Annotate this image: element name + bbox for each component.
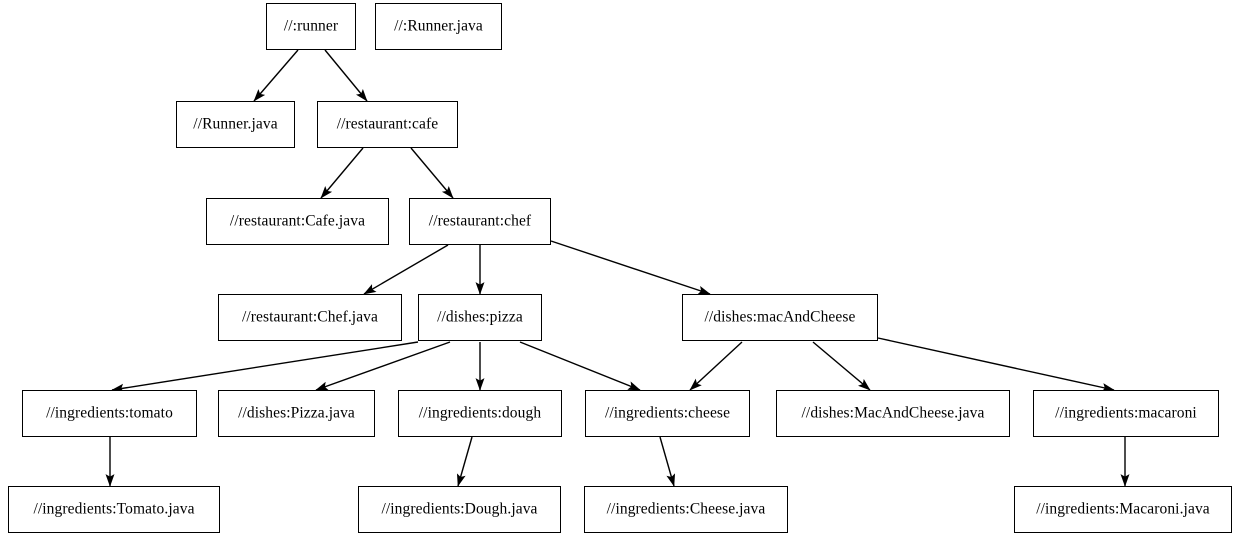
graph-node-cheese_java[interactable]: //ingredients:Cheese.java	[584, 486, 788, 533]
graph-edge-ing_dough-to-dough_java	[456, 436, 473, 487]
graph-node-runner_java[interactable]: //Runner.java	[176, 101, 295, 148]
graph-node-runner_java_root[interactable]: //:Runner.java	[375, 3, 502, 50]
graph-node-label: //:Runner.java	[394, 17, 483, 35]
graph-node-ing_macaroni[interactable]: //ingredients:macaroni	[1033, 390, 1219, 437]
graph-edge-runner-to-runner_java	[253, 49, 299, 102]
graph-node-label: //ingredients:Cheese.java	[606, 500, 766, 518]
graph-edge-dishes_mac-to-ing_macaroni	[877, 337, 1115, 392]
graph-edge-dishes_pizza-to-ing_tomato	[111, 341, 419, 393]
graph-node-mac_java[interactable]: //dishes:MacAndCheese.java	[776, 390, 1010, 437]
graph-edge-runner-to-restaurant_cafe	[324, 49, 368, 102]
graph-node-chef_java[interactable]: //restaurant:Chef.java	[218, 294, 402, 341]
graph-node-label: //Runner.java	[193, 115, 278, 133]
graph-edge-restaurant_cafe-to-cafe_java	[320, 147, 364, 199]
graph-node-label: //dishes:MacAndCheese.java	[801, 404, 985, 422]
graph-node-runner[interactable]: //:runner	[266, 3, 356, 50]
graph-node-pizza_java[interactable]: //dishes:Pizza.java	[218, 390, 375, 437]
graph-node-restaurant_cafe[interactable]: //restaurant:cafe	[317, 101, 458, 148]
graph-node-label: //restaurant:cafe	[336, 115, 439, 133]
graph-node-dough_java[interactable]: //ingredients:Dough.java	[358, 486, 561, 533]
graph-node-restaurant_chef[interactable]: //restaurant:chef	[409, 198, 551, 245]
graph-node-ing_cheese[interactable]: //ingredients:cheese	[585, 390, 750, 437]
graph-node-label: //dishes:Pizza.java	[238, 404, 355, 422]
graph-edge-ing_cheese-to-cheese_java	[659, 436, 676, 487]
graph-edge-dishes_pizza-to-pizza_java	[315, 341, 451, 391]
graph-edge-restaurant_chef-to-dishes_mac	[550, 240, 711, 295]
graph-node-label: //ingredients:dough	[418, 404, 542, 422]
graph-edge-dishes_mac-to-mac_java	[812, 341, 871, 391]
graph-node-dishes_pizza[interactable]: //dishes:pizza	[418, 294, 542, 341]
graph-edge-restaurant_cafe-to-restaurant_chef	[410, 147, 454, 199]
graph-node-cafe_java[interactable]: //restaurant:Cafe.java	[206, 198, 389, 245]
graph-node-ing_dough[interactable]: //ingredients:dough	[398, 390, 562, 437]
graph-node-label: //ingredients:macaroni	[1055, 404, 1197, 422]
graph-edge-dishes_mac-to-ing_cheese	[689, 341, 743, 391]
graph-node-label: //ingredients:tomato	[46, 404, 173, 422]
graph-node-label: //restaurant:chef	[428, 212, 532, 230]
graph-node-label: //ingredients:Macaroni.java	[1036, 500, 1210, 518]
graph-node-macaroni_java[interactable]: //ingredients:Macaroni.java	[1014, 486, 1232, 533]
graph-node-label: //ingredients:Tomato.java	[33, 500, 195, 518]
graph-node-label: //restaurant:Chef.java	[241, 308, 379, 326]
graph-edge-dishes_pizza-to-ing_cheese	[519, 341, 641, 391]
graph-node-label: //restaurant:Cafe.java	[229, 212, 366, 230]
graph-node-tomato_java[interactable]: //ingredients:Tomato.java	[8, 486, 220, 533]
graph-node-label: //:runner	[283, 17, 339, 35]
graph-node-label: //dishes:pizza	[437, 308, 523, 326]
graph-node-label: //ingredients:cheese	[604, 404, 731, 422]
graph-node-dishes_mac[interactable]: //dishes:macAndCheese	[682, 294, 878, 341]
graph-node-label: //dishes:macAndCheese	[704, 308, 856, 326]
graph-edge-restaurant_chef-to-chef_java	[363, 244, 449, 295]
graph-node-label: //ingredients:Dough.java	[381, 500, 538, 518]
graph-node-ing_tomato[interactable]: //ingredients:tomato	[22, 390, 197, 437]
